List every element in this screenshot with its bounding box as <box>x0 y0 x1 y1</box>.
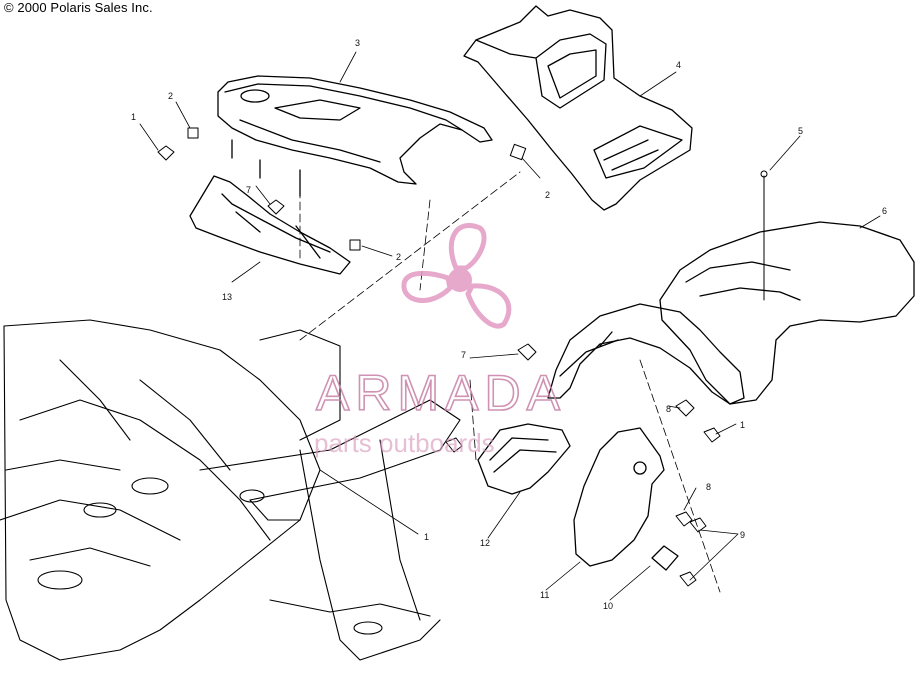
chassis-frame <box>0 319 461 661</box>
callout-label: 9 <box>740 530 745 540</box>
callout-label: 3 <box>355 38 360 48</box>
callout-label: 11 <box>540 590 549 600</box>
callout-label: 8 <box>706 482 711 492</box>
callout-label: 2 <box>396 252 401 262</box>
callout-label: 4 <box>676 60 681 70</box>
rear-fender-part-6 <box>659 221 915 405</box>
callout-label: 7 <box>461 350 466 360</box>
callout-label: 6 <box>882 206 887 216</box>
callout-label: 7 <box>246 185 251 195</box>
front-cab-part-3 <box>217 75 493 197</box>
mud-flap-part-11 <box>573 427 665 567</box>
callout-label: 2 <box>545 190 550 200</box>
callout-label: 1 <box>740 420 745 430</box>
watermark-tagline: parts outboards <box>314 428 495 458</box>
callout-label: 13 <box>222 292 232 302</box>
callout-label: 2 <box>168 91 173 101</box>
step-bracket-part-12 <box>477 423 571 495</box>
callout-label: 1 <box>424 532 429 542</box>
watermark: ARMADA parts outboards <box>314 223 566 458</box>
callout-label: 1 <box>131 112 136 122</box>
fasteners <box>157 127 768 587</box>
copyright-notice: © 2000 Polaris Sales Inc. <box>4 0 153 15</box>
propeller-logo-icon <box>401 223 512 329</box>
front-lower-panel-part-13 <box>189 175 351 275</box>
rear-fender-left-lower <box>547 303 745 405</box>
watermark-brand: ARMADA <box>316 365 566 421</box>
callout-label: 12 <box>480 538 490 548</box>
front-fender-part-4 <box>463 5 693 211</box>
callout-label: 10 <box>603 601 613 611</box>
callout-labels: 1 2 3 4 2 5 6 7 2 13 7 8 1 1 8 9 12 11 1… <box>131 38 887 611</box>
plate-part-10 <box>651 545 679 571</box>
leader-lines <box>139 51 881 601</box>
callout-label: 8 <box>666 404 671 414</box>
callout-label: 5 <box>798 126 803 136</box>
